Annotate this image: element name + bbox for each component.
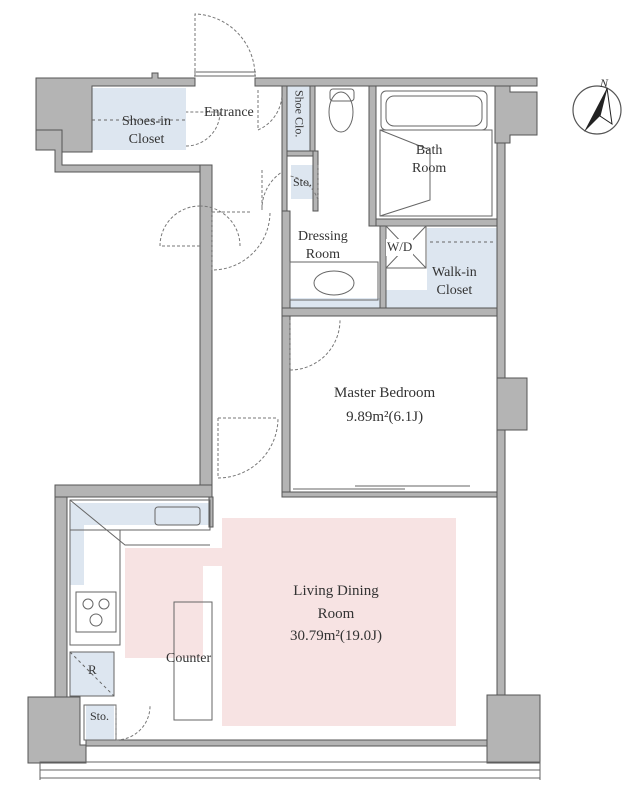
north-arrow-icon <box>572 85 622 135</box>
compass-label: N <box>600 76 609 90</box>
entrance-label: Entrance <box>204 105 254 120</box>
counter-label: Counter <box>166 651 212 666</box>
washer-dryer-label: W/D <box>386 239 414 256</box>
living-dining-label: Living Dining Room 30.79m²(19.0J) <box>290 583 382 644</box>
closet-fills <box>70 85 499 740</box>
walk-in-closet-label: Walk-in Closet <box>432 265 477 299</box>
storage-lower-label: Sto. <box>90 709 110 723</box>
fixtures <box>39 71 541 780</box>
storage-upper-label: Sto. <box>293 175 313 189</box>
living-highlight <box>125 518 456 726</box>
master-bedroom-label: Master Bedroom 9.89m²(6.1J) <box>334 385 436 425</box>
bath-room-label: Bath Room <box>412 143 447 177</box>
door-swings <box>115 13 341 741</box>
refrigerator-label: R <box>88 662 97 677</box>
dressing-room-label: Dressing Room <box>298 229 348 263</box>
shoe-closet-label: Shoe Clo. <box>292 90 307 138</box>
walls <box>27 72 541 764</box>
shoes-in-closet-label: Shoes-in Closet <box>122 114 171 148</box>
